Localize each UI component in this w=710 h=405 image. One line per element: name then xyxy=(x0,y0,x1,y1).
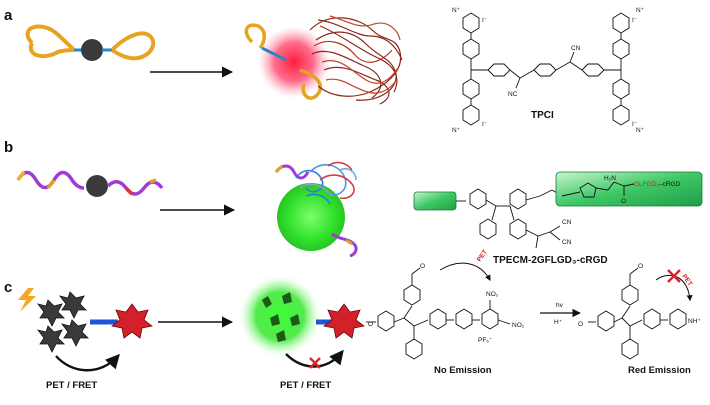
lightning-icon xyxy=(18,288,36,312)
pet-fret-label-2: PET / FRET xyxy=(280,380,331,391)
tpci-nplus-3: N⁺ xyxy=(636,7,645,14)
no-emission-ether-o: O xyxy=(368,321,373,328)
reaction-proton: H⁺ xyxy=(554,319,563,326)
pet-fret-label-1: PET / FRET xyxy=(46,380,97,391)
pet-fret-curve-2 xyxy=(285,349,344,368)
pet-arrow-1 xyxy=(439,262,491,282)
red-emission-label: Red Emission xyxy=(628,365,691,376)
fluorophore-core-b xyxy=(86,175,108,197)
protein-ribbon-a xyxy=(309,15,403,105)
no-emission-methoxy: O xyxy=(420,263,425,270)
green-cluster-texture xyxy=(262,292,300,342)
panel-b: b xyxy=(4,139,703,266)
no-emission-structure xyxy=(366,267,511,360)
no-emission-nitro-2: NO₂ xyxy=(512,322,525,329)
panel-c-label: c xyxy=(4,279,12,296)
tpci-nplus-2: N⁺ xyxy=(452,127,461,134)
tpecm-peptide-box xyxy=(555,171,703,207)
tpecm-left-box xyxy=(413,191,457,211)
tpci-nitrile-2: CN xyxy=(571,45,581,52)
tpecm-peptide: GLFGD₃–cRGD xyxy=(634,181,681,188)
reaction-hv: hv xyxy=(556,302,564,309)
red-quencher-1 xyxy=(111,303,153,339)
blocked-cross-1 xyxy=(309,357,321,369)
no-emission-counterion: PF₆⁻ xyxy=(478,337,493,344)
probe-a-schematic xyxy=(25,24,156,61)
red-emission-nh: NH⁺ xyxy=(688,318,701,325)
aggregate-a xyxy=(244,23,330,100)
tpci-nitrile-1: NC xyxy=(508,91,518,98)
no-emission-label: No Emission xyxy=(434,365,492,376)
tpecm-structure xyxy=(456,188,563,249)
red-emission-methoxy-1: O xyxy=(578,321,583,328)
panel-a-label: a xyxy=(4,7,13,24)
tpci-nplus-4: N⁺ xyxy=(636,127,645,134)
pet-arrow-2 xyxy=(655,275,693,302)
aggregate-b xyxy=(274,164,358,258)
tpci-structure xyxy=(462,12,630,126)
quenched-cluster xyxy=(37,291,89,353)
tpci-name: TPCI xyxy=(531,110,554,121)
probe-b-schematic xyxy=(16,170,164,197)
tpci-nplus-1: N⁺ xyxy=(452,7,461,14)
red-quencher-2 xyxy=(323,303,365,339)
panel-c: c PET / FRET xyxy=(4,249,701,391)
pet-tag-1: PET xyxy=(476,249,489,263)
panel-b-label: b xyxy=(4,139,13,156)
red-emission-methoxy-2: O xyxy=(638,263,643,270)
tpecm-carbonyl: O xyxy=(621,198,626,205)
tpecm-nitrile-1: CN xyxy=(562,219,572,226)
tpecm-nitrile-2: CN xyxy=(562,239,572,246)
green-emission-cluster xyxy=(240,276,320,356)
tpci-iodide-4: I⁻ xyxy=(632,121,638,128)
no-emission-nitro-1: NO₂ xyxy=(486,291,499,298)
pet-fret-curve-1 xyxy=(55,353,120,372)
protein-ribbon-b xyxy=(295,161,357,205)
red-emission-structure xyxy=(588,267,687,360)
tpecm-amine: H₂N xyxy=(604,175,616,182)
blocked-cross-2 xyxy=(667,269,681,283)
fluorophore-core xyxy=(81,39,103,61)
tpci-iodide-2: I⁻ xyxy=(482,121,488,128)
tpecm-name: TPECM-2GFLGD₃-cRGD xyxy=(493,255,608,266)
tpci-iodide-1: I⁻ xyxy=(482,17,488,24)
tpci-iodide-3: I⁻ xyxy=(632,17,638,24)
tpecm-triazole xyxy=(561,181,635,198)
panel-a: a xyxy=(4,7,645,134)
